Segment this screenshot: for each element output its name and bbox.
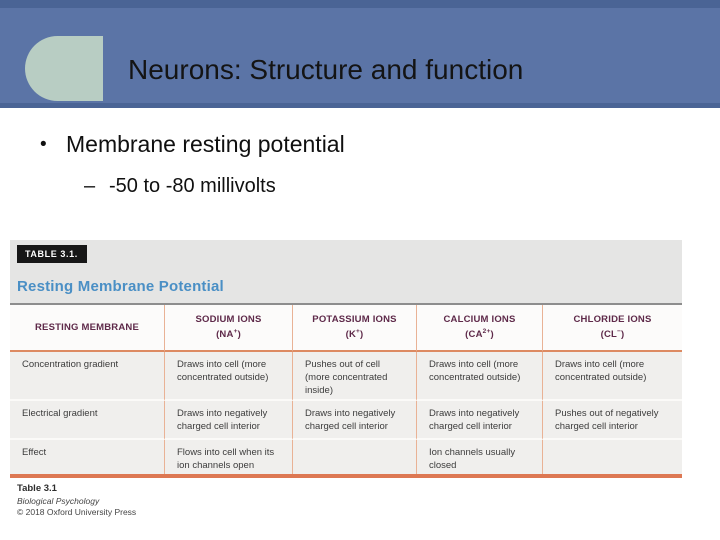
table-bottom-rule (10, 474, 682, 478)
column-header-resting-membrane: RESTING MEMBRANE (10, 305, 165, 352)
bullet-item: • Membrane resting potential (40, 131, 345, 158)
table-caption: Table 3.1 Biological Psychology © 2018 O… (10, 483, 682, 517)
table-row-electrical-gradient: Electrical gradient Draws into negativel… (10, 401, 682, 440)
slide-title: Neurons: Structure and function (128, 54, 524, 85)
column-header-chloride-ions: CHLORIDE IONS (CL−) (543, 305, 682, 352)
resting-membrane-table: TABLE 3.1. Resting Membrane Potential RE… (10, 240, 682, 517)
cell-electrical-calcium: Draws into negatively charged cell inter… (417, 401, 543, 440)
cell-concentration-potassium: Pushes out of cell (more concentrated in… (293, 352, 417, 401)
table-number-tag: TABLE 3.1. (17, 245, 87, 263)
column-header-sodium-ions: SODIUM IONS (NA+) (165, 305, 293, 352)
table-title: Resting Membrane Potential (17, 278, 224, 295)
row-label: Concentration gradient (10, 352, 165, 401)
cell-electrical-potassium: Draws into negatively charged cell inter… (293, 401, 417, 440)
row-label: Effect (10, 440, 165, 474)
sodium-symbol: (NA+) (216, 327, 241, 341)
header-accent-shape (25, 36, 103, 101)
slide-header-band: Neurons: Structure and function (0, 0, 720, 108)
table-title-area: TABLE 3.1. Resting Membrane Potential (10, 240, 682, 305)
table-header-row: RESTING MEMBRANE SODIUM IONS (NA+) POTAS… (10, 305, 682, 352)
sub-bullet-item: – -50 to -80 millivolts (84, 175, 276, 198)
cell-concentration-sodium: Draws into cell (more concentrated outsi… (165, 352, 293, 401)
bullet-icon: • (40, 134, 47, 155)
cell-electrical-sodium: Draws into negatively charged cell inter… (165, 401, 293, 440)
cell-concentration-calcium: Draws into cell (more concentrated outsi… (417, 352, 543, 401)
table-row-effect: Effect Flows into cell when its ion chan… (10, 440, 682, 474)
caption-book-title: Biological Psychology (17, 496, 100, 506)
sub-bullet-text: -50 to -80 millivolts (109, 175, 276, 197)
bullet-text: Membrane resting potential (66, 131, 345, 157)
cell-effect-chloride (543, 440, 682, 474)
cell-concentration-chloride: Draws into cell (more concentrated outsi… (543, 352, 682, 401)
table-row-concentration-gradient: Concentration gradient Draws into cell (… (10, 352, 682, 401)
caption-table-number: Table 3.1 (17, 483, 57, 494)
cell-effect-potassium (293, 440, 417, 474)
column-header-potassium-ions: POTASSIUM IONS (K+) (293, 305, 417, 352)
chloride-symbol: (CL−) (600, 327, 625, 341)
potassium-symbol: (K+) (345, 327, 364, 341)
caption-copyright: © 2018 Oxford University Press (17, 507, 137, 517)
cell-electrical-chloride: Pushes out of negatively charged cell in… (543, 401, 682, 440)
cell-effect-calcium: Ion channels usually closed (417, 440, 543, 474)
row-label: Electrical gradient (10, 401, 165, 440)
cell-effect-sodium: Flows into cell when its ion channels op… (165, 440, 293, 474)
column-header-calcium-ions: CALCIUM IONS (CA2+) (417, 305, 543, 352)
dash-icon: – (84, 175, 96, 197)
calcium-symbol: (CA2+) (465, 327, 494, 341)
